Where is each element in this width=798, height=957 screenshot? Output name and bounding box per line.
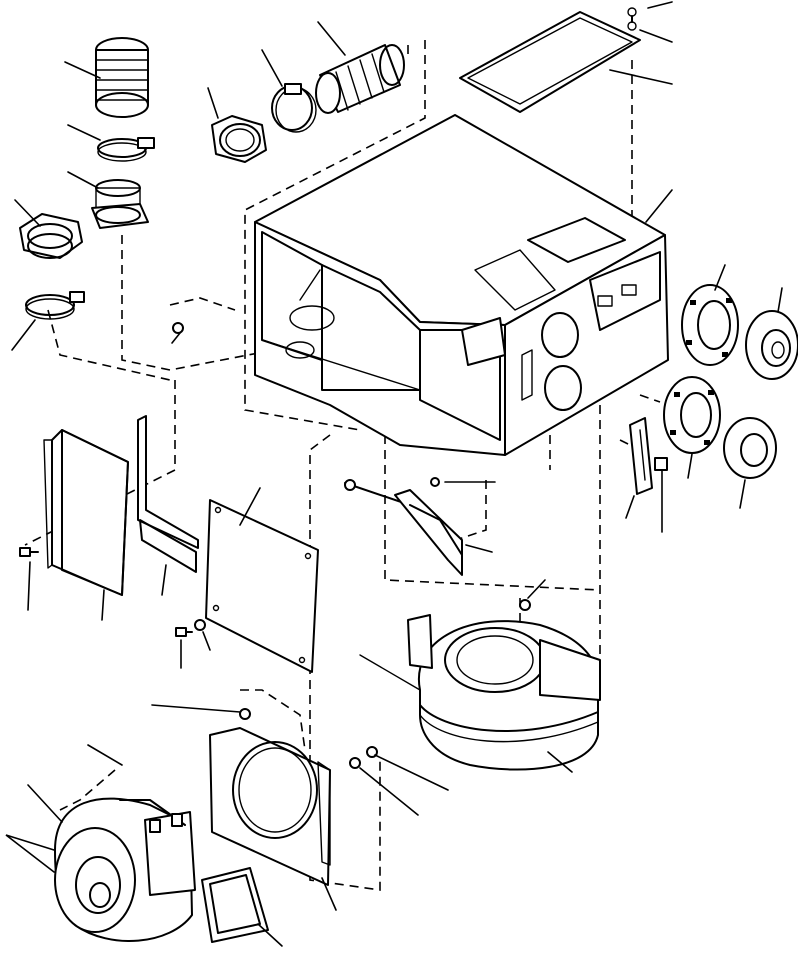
blower-unit-right bbox=[359, 599, 601, 771]
top-cover-assembly bbox=[459, 7, 641, 113]
mounting-plate bbox=[209, 708, 378, 886]
blower-motor bbox=[54, 797, 196, 942]
leader-lines bbox=[5, 1, 783, 947]
duct-hose-center bbox=[315, 44, 405, 114]
housing-top-hatch bbox=[527, 217, 626, 263]
front-clip bbox=[461, 317, 506, 366]
l-bracket bbox=[137, 415, 199, 573]
side-outlet-upper bbox=[541, 312, 579, 358]
vent-bezel-upper bbox=[681, 284, 739, 366]
hose-clamp-1 bbox=[97, 137, 155, 162]
vent-bezel-lower bbox=[663, 376, 721, 454]
duct-flange-left bbox=[19, 213, 83, 259]
housing-top-plate bbox=[474, 249, 556, 311]
hose-clamp-3 bbox=[271, 83, 317, 133]
cover-panel bbox=[205, 499, 319, 673]
heater-housing bbox=[254, 114, 669, 456]
damper-linkage bbox=[344, 477, 463, 576]
duct-adapter-round bbox=[91, 179, 149, 229]
screw bbox=[627, 7, 637, 17]
duct-flange-center bbox=[211, 115, 267, 163]
filter-element bbox=[201, 867, 269, 943]
washer bbox=[627, 21, 637, 31]
vent-louver-upper bbox=[745, 310, 798, 380]
duct-hose-left bbox=[95, 37, 149, 118]
vent-louver-lower bbox=[723, 417, 777, 479]
vertical-clip-right bbox=[629, 417, 668, 495]
side-panel-left bbox=[43, 429, 129, 596]
side-outlet-lower bbox=[544, 365, 582, 411]
screw-group-left bbox=[19, 322, 206, 637]
hose-clamp-2 bbox=[25, 291, 85, 320]
top-cover-plate bbox=[459, 11, 641, 113]
side-bracket bbox=[589, 251, 661, 331]
